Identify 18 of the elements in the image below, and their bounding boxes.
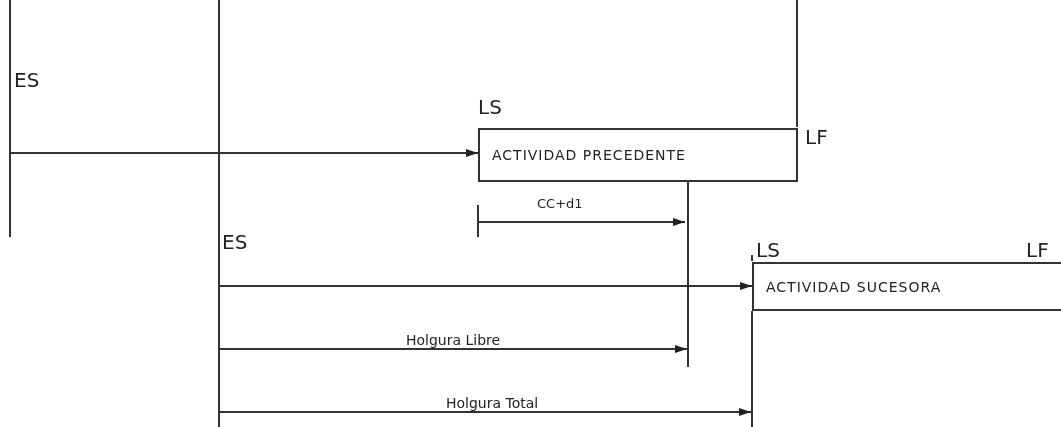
time-line [687,182,689,367]
time-label: ES [14,70,40,90]
activity-box: ACTIVIDAD PRECEDENTE [478,128,798,182]
time-label: LF [805,127,828,147]
arrow [219,282,753,290]
arrow [219,345,688,353]
time-label: LS [478,97,502,117]
edge-label: Holgura Libre [406,333,501,347]
dimension-label: CC+d1 [537,197,583,210]
edge-label: Holgura Total [446,396,539,410]
arrow [9,149,479,157]
time-label: LF [1026,240,1049,260]
arrow [219,408,752,416]
time-label: LS [756,240,780,260]
activity-box: ACTIVIDAD SUCESORA [752,262,1061,311]
time-line [218,0,220,427]
time-line [751,311,753,427]
time-label: ES [222,232,248,252]
